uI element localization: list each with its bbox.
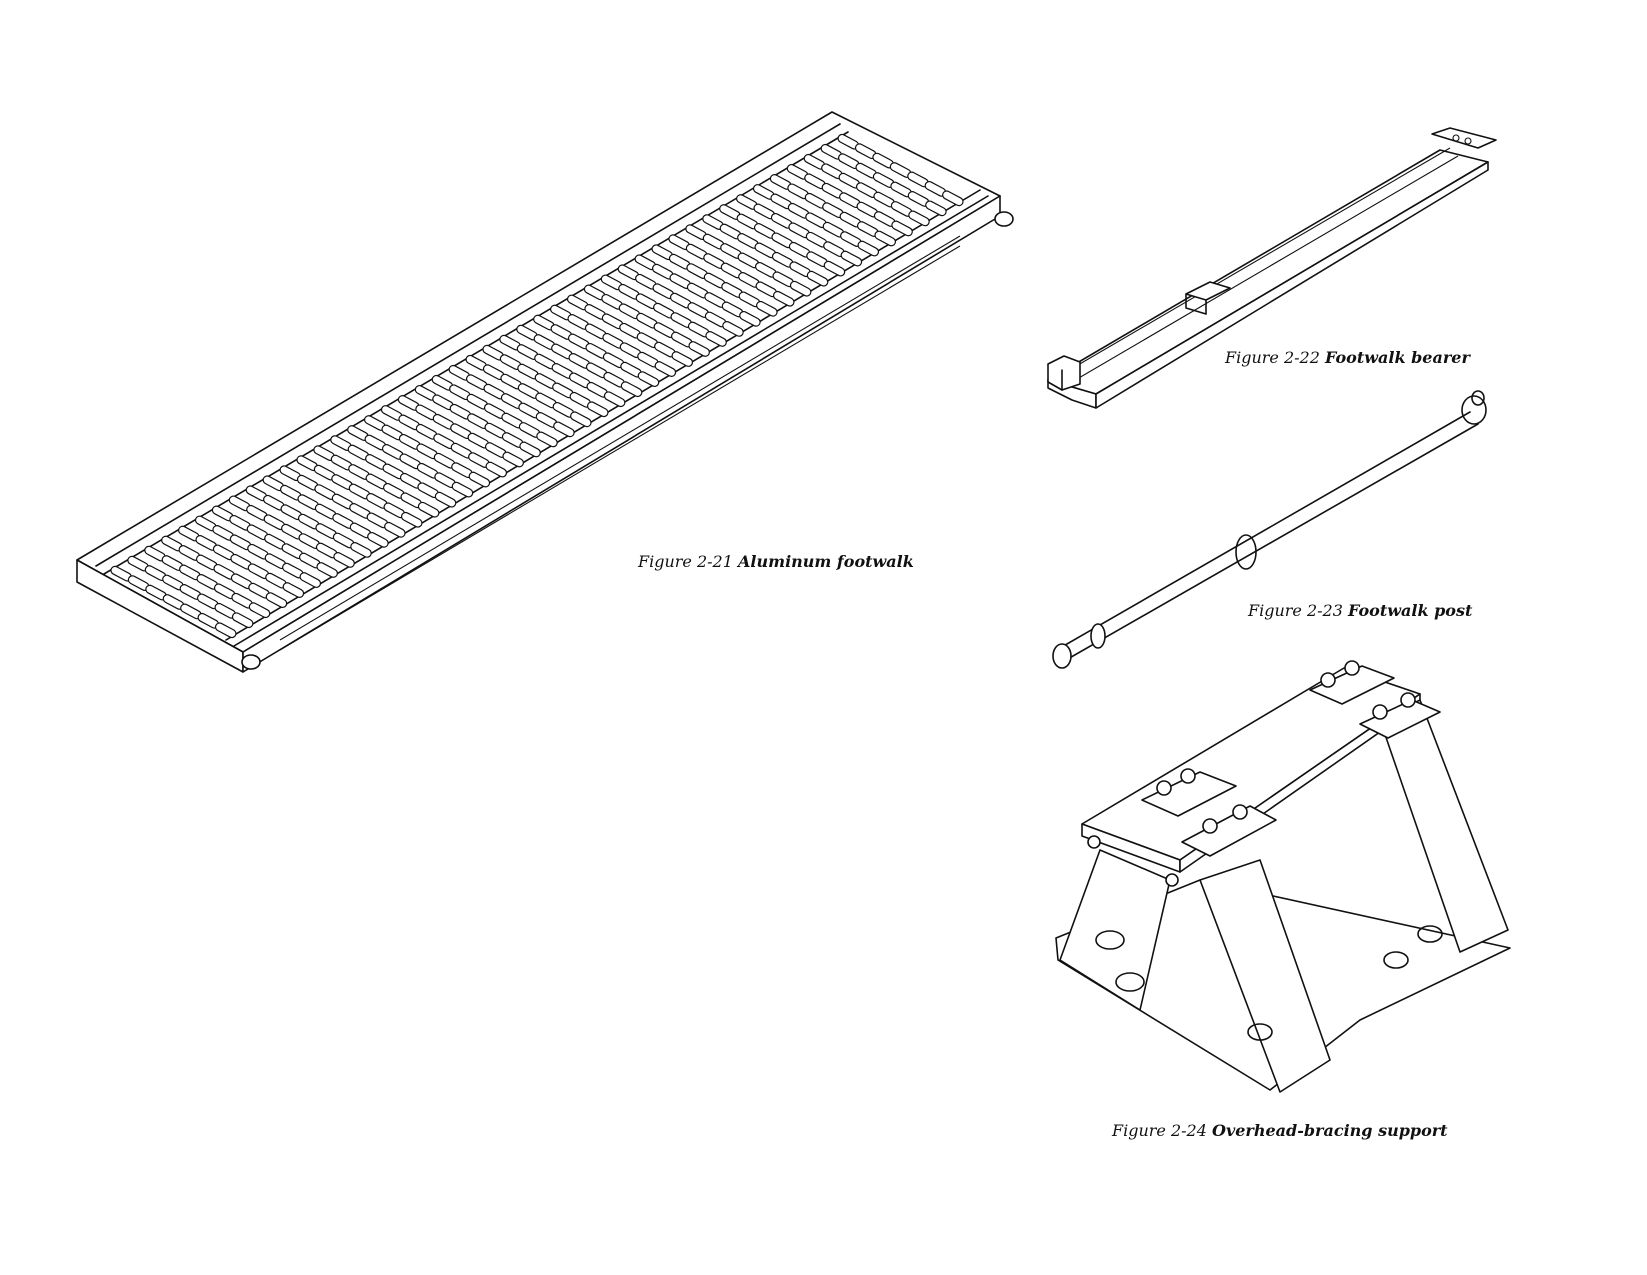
footwalk-slot bbox=[840, 250, 863, 267]
footwalk-post-drawing bbox=[1052, 390, 1487, 669]
footwalk-slot bbox=[519, 441, 541, 458]
footwalk-slot bbox=[806, 270, 829, 287]
figure-caption-2-24: Figure 2-24 Overhead-bracing support bbox=[1112, 1121, 1448, 1140]
footwalk-slot-pattern bbox=[110, 133, 964, 639]
footwalk-slot bbox=[925, 200, 947, 217]
footwalk-slot bbox=[417, 501, 440, 518]
footwalk-slot bbox=[823, 260, 846, 277]
footwalk-slot bbox=[282, 582, 305, 598]
footwalk-slot bbox=[772, 290, 795, 307]
footwalk-slot bbox=[333, 552, 355, 568]
footwalk-slot bbox=[214, 622, 237, 639]
footwalk-slot bbox=[705, 331, 727, 347]
footwalk-slot bbox=[265, 592, 288, 609]
footwalk-slot bbox=[756, 300, 778, 317]
footwalk-slot bbox=[722, 321, 744, 337]
footwalk-slot bbox=[536, 431, 558, 448]
figure-title: Footwalk bearer bbox=[1325, 348, 1470, 367]
footwalk-slot bbox=[350, 542, 372, 558]
footwalk-slot bbox=[857, 240, 880, 257]
footwalk-slot bbox=[908, 210, 930, 227]
overhead-bracing-support-drawing bbox=[1055, 660, 1511, 1093]
footwalk-slot bbox=[231, 612, 254, 629]
figure-title: Aluminum footwalk bbox=[738, 552, 914, 571]
footwalk-slot bbox=[874, 230, 896, 247]
footwalk-slot bbox=[891, 220, 913, 237]
footwalk-slot bbox=[468, 471, 491, 488]
footwalk-bearer-drawing bbox=[1047, 127, 1497, 409]
footwalk-slot bbox=[553, 421, 575, 438]
figure-caption-2-22: Figure 2-22 Footwalk bearer bbox=[1225, 348, 1470, 367]
footwalk-slot bbox=[502, 451, 524, 468]
aluminum-footwalk-drawing bbox=[76, 111, 1014, 673]
footwalk-slot bbox=[384, 521, 406, 538]
footwalk-slot bbox=[434, 491, 457, 508]
footwalk-slot bbox=[789, 280, 812, 297]
footwalk-slot bbox=[942, 190, 964, 207]
footwalk-slot bbox=[299, 572, 322, 588]
footwalk-slot bbox=[620, 381, 643, 398]
footwalk-slot bbox=[570, 411, 592, 428]
figure-caption-2-23: Figure 2-23 Footwalk post bbox=[1248, 601, 1472, 620]
footwalk-slot bbox=[248, 602, 271, 619]
figure-title: Overhead-bracing support bbox=[1212, 1121, 1448, 1140]
figure-number: Figure 2-22 bbox=[1225, 348, 1320, 367]
figure-number: Figure 2-23 bbox=[1248, 601, 1343, 620]
footwalk-slot bbox=[654, 361, 677, 377]
footwalk-slot bbox=[485, 461, 508, 478]
figure-number: Figure 2-24 bbox=[1112, 1121, 1207, 1140]
figure-title: Footwalk post bbox=[1348, 601, 1473, 620]
footwalk-slot bbox=[637, 371, 660, 388]
footwalk-slot bbox=[367, 531, 389, 548]
footwalk-slot bbox=[316, 562, 338, 578]
footwalk-slot bbox=[671, 351, 694, 367]
footwalk-slot bbox=[688, 341, 710, 357]
footwalk-slot bbox=[400, 511, 423, 528]
figure-caption-2-21: Figure 2-21 Aluminum footwalk bbox=[638, 552, 914, 571]
footwalk-slot bbox=[451, 481, 474, 498]
footwalk-slot bbox=[739, 310, 761, 327]
figure-number: Figure 2-21 bbox=[638, 552, 733, 571]
footwalk-slot bbox=[603, 391, 626, 408]
footwalk-slot bbox=[586, 401, 609, 418]
